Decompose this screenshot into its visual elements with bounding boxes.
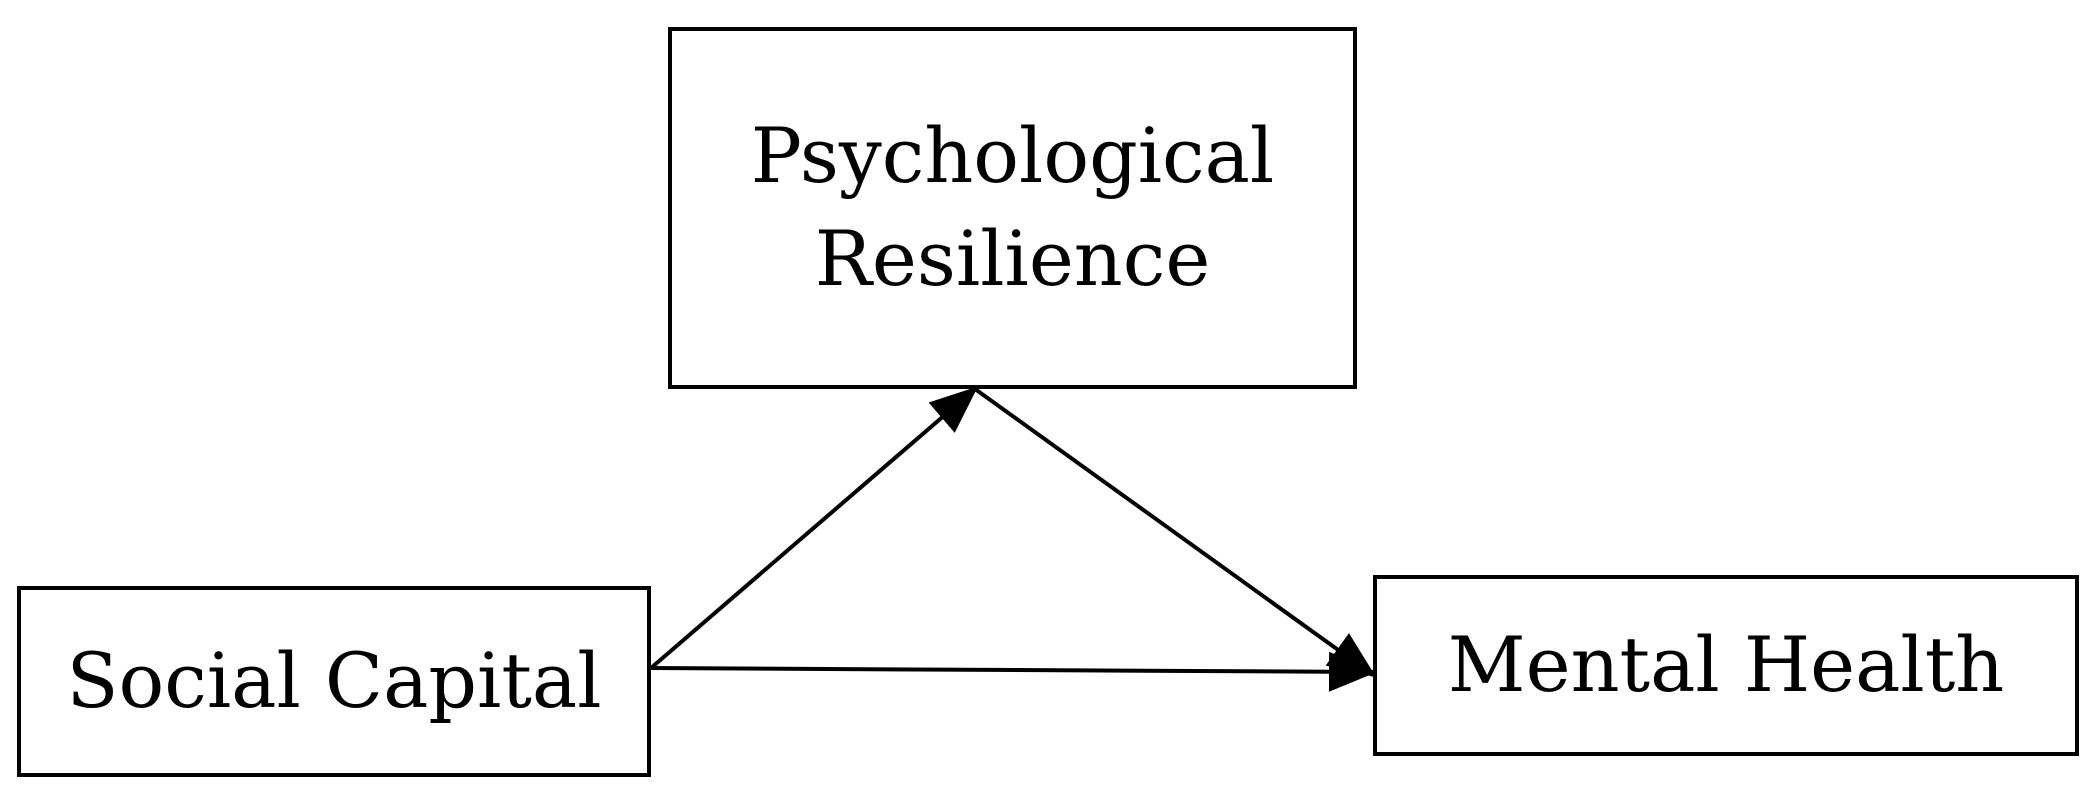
mental-health-label: Mental Health	[1447, 620, 2005, 710]
social-capital-label: Social Capital	[66, 636, 602, 726]
edge-social-capital-to-resilience	[649, 386, 979, 670]
psychological-resilience-box: Psychological Resilience	[668, 27, 1357, 389]
mental-health-box: Mental Health	[1373, 575, 2079, 756]
edge-resilience-to-mental-health	[973, 387, 1377, 678]
edge-social-capital-to-mental-health	[650, 651, 1377, 692]
psychological-resilience-label-line1: Psychological	[750, 111, 1275, 201]
psychological-resilience-label-line2: Resilience	[814, 214, 1211, 303]
social-capital-box: Social Capital	[17, 586, 651, 777]
